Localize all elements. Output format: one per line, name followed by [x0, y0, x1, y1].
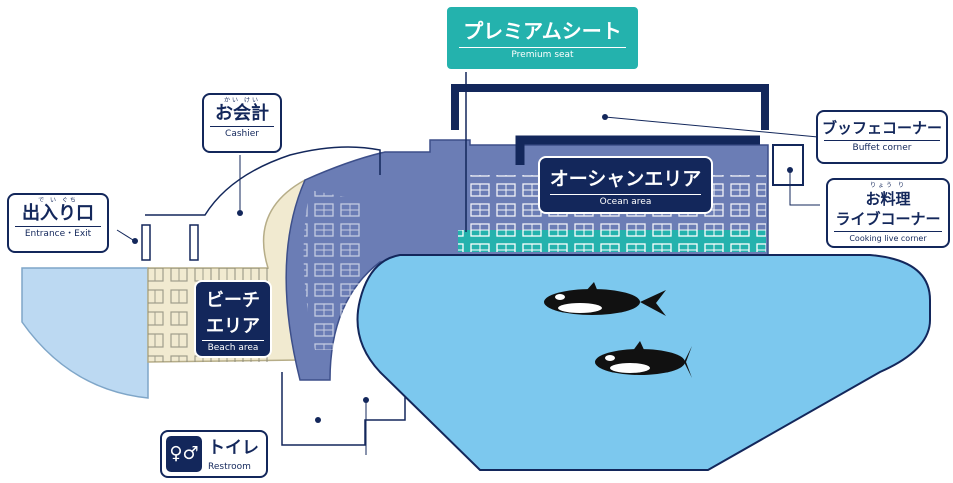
orca-icon [544, 282, 666, 316]
ocean-area-title: オーシャンエリア [549, 168, 702, 190]
buffet-title: ブッフェコーナー [821, 119, 942, 137]
premium-seat-subtitle: Premium seat [459, 47, 626, 60]
beach-area-subtitle: Beach area [202, 340, 264, 353]
beach-area-label: ビーチ エリア Beach area [194, 280, 272, 358]
beach-area-title-1: ビーチ [206, 290, 260, 311]
cashier-subtitle: Cashier [210, 126, 274, 140]
cashier-label: かい けい お会計 Cashier [202, 93, 282, 153]
entrance-area [21, 267, 149, 399]
cooking-title-1: お料理 [865, 190, 911, 208]
cashier-ruby: かい けい [224, 97, 260, 104]
cooking-ruby: りょう り [870, 182, 906, 189]
buffet-label: ブッフェコーナー Buffet corner [816, 110, 948, 164]
restroom-label: ♀♂ トイレ Restroom [160, 430, 268, 478]
ocean-area-subtitle: Ocean area [550, 194, 701, 207]
orca-icon [595, 341, 692, 378]
entrance-ruby: で い ぐち [38, 197, 78, 204]
cooking-subtitle: Cooking live corner [834, 231, 942, 245]
cashier-title: お会計 [215, 103, 269, 124]
restroom-icon: ♀♂ [166, 436, 202, 472]
entrance-label: で い ぐち 出入り口 Entrance・Exit [7, 193, 109, 253]
premium-seat-title: プレミアムシート [463, 19, 622, 43]
buffet-subtitle: Buffet corner [824, 140, 940, 154]
restroom-title: トイレ [208, 438, 259, 458]
beach-area-title-2: エリア [206, 316, 260, 337]
entrance-title: 出入り口 [22, 203, 94, 224]
cooking-title-2: ライブコーナー [835, 210, 941, 228]
premium-seat-label: プレミアムシート Premium seat [445, 5, 640, 71]
entrance-subtitle: Entrance・Exit [15, 226, 101, 240]
cooking-label: りょう り お料理 ライブコーナー Cooking live corner [826, 178, 950, 248]
restroom-subtitle: Restroom [208, 462, 251, 472]
ocean-area-label: オーシャンエリア Ocean area [538, 156, 713, 214]
